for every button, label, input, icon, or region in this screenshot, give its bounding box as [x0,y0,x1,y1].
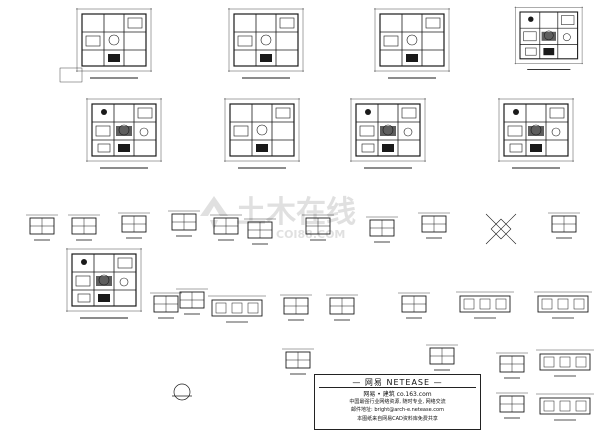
title-block-brand: — 网易 NETEASE — [352,378,443,387]
title-block-line-3: 本图纸来自网易CAD资料库免费共享 [357,416,438,422]
detail-elevation [279,294,313,321]
floor-plan [515,7,583,70]
watermark-text: 土木在线 [236,195,356,230]
watermark-subtext: COI88.COM [276,228,345,241]
detail-elevation [365,216,399,243]
floor-plan [498,98,574,168]
detail-elevation [149,292,183,319]
detail-elevation [67,214,101,241]
floor-plan [66,248,142,318]
wide-elevation [535,393,595,421]
detail-row-4 [66,248,593,323]
title-block-sub: 网易 • 建筑 co.163.com [363,391,432,398]
wide-elevation [535,349,595,377]
wide-elevation [533,291,593,319]
floor-plan [86,98,162,168]
detail-elevation [397,292,431,319]
detail-elevation [25,214,59,241]
floor-plan [373,7,451,79]
floor-plan [227,7,305,79]
wide-elevation [207,295,267,323]
detail-elevation [417,212,451,239]
title-block-line-1: 中国最强行业网络资源, 随时专业, 网络交流 [349,399,446,405]
detail-elevation [495,352,529,379]
floor-plan-row-1 [59,7,583,83]
floor-plan [350,98,426,168]
detail-elevation [167,210,201,237]
floor-plan-row-2 [86,97,574,169]
title-block-divider [319,387,476,388]
detail-elevation [547,212,581,239]
circle-detail [172,383,192,401]
detail-elevation [281,348,315,375]
detail-row-5 [172,344,595,421]
title-block: — 网易 NETEASE — 网易 • 建筑 co.163.com 中国最强行业… [314,374,481,430]
detail-elevation [325,294,359,321]
watermark: 土木在线 COI88.COM [200,195,356,241]
floor-plan [223,97,301,169]
wide-elevation [455,291,515,319]
detail-elevation [175,288,209,315]
detail-row-3 [25,210,581,245]
detail-diagonal [485,213,517,245]
detail-elevation [495,392,529,419]
detail-elevation [117,212,151,239]
detail-elevation [425,344,459,371]
title-block-line-2: 邮件地址: bright@arch-e.netease.com [351,407,444,413]
floor-plan [75,7,153,79]
